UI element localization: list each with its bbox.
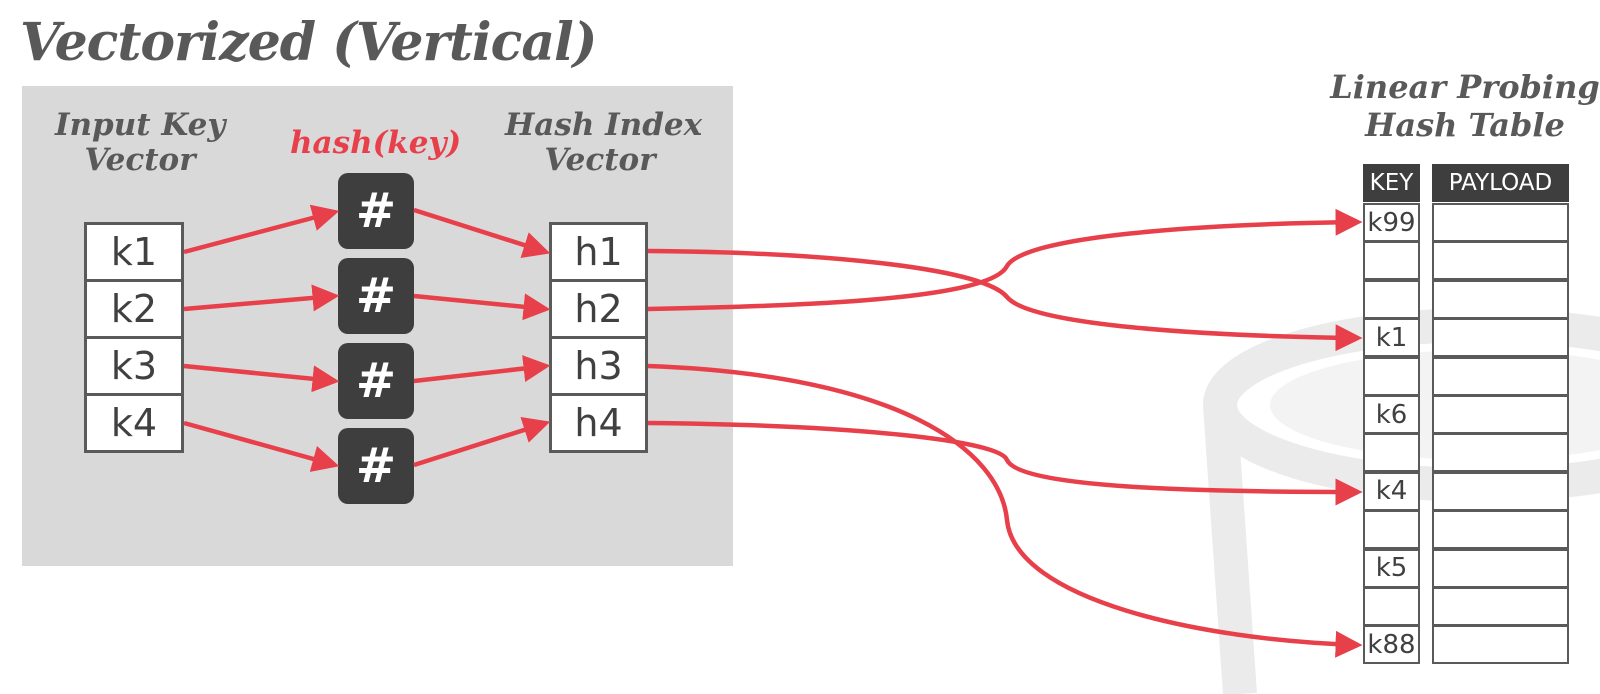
hash-index-label-line2: Vector — [544, 142, 656, 178]
hash-table-payload-cell — [1432, 203, 1569, 242]
hash-table-title: Linear Probing Hash Table — [1330, 68, 1600, 144]
hash-table-key-cell: k88 — [1363, 625, 1420, 665]
hash-index-cell: h2 — [549, 279, 648, 339]
hash-table-payload-cell — [1432, 587, 1569, 626]
input-key-cell: k2 — [84, 279, 184, 339]
hash-table-payload-cell — [1432, 395, 1569, 434]
hash-table-key-cell: k5 — [1363, 548, 1420, 588]
hash-table-payload-cell — [1432, 510, 1569, 550]
hash-index-cell: h4 — [549, 393, 648, 453]
hash-table-payload-cell — [1432, 471, 1569, 511]
hash-table-payload-cell — [1432, 433, 1569, 473]
hash-table-title-line1: Linear Probing — [1330, 68, 1600, 106]
hash-table-key-cell — [1363, 433, 1420, 473]
input-key-cell: k4 — [84, 393, 184, 453]
hash-table-payload-cell — [1432, 625, 1569, 665]
hash-table-payload-cell — [1432, 241, 1569, 281]
hash-function-box: # — [338, 428, 414, 504]
hash-table-title-line2: Hash Table — [1365, 106, 1565, 144]
hash-table-payload-cell — [1432, 356, 1569, 396]
hash-function-box: # — [338, 343, 414, 419]
input-key-cell: k1 — [84, 222, 184, 282]
hash-index-vector-label: Hash Index Vector — [505, 107, 703, 178]
hash-table-key-cell — [1363, 241, 1420, 281]
page-title: Vectorized (Vertical) — [20, 12, 597, 73]
hash-index-cell: h1 — [549, 222, 648, 282]
hash-table-key-cell: k6 — [1363, 395, 1420, 434]
input-vector-label-line1: Input Key — [55, 107, 226, 143]
hash-table-key-cell — [1363, 510, 1420, 550]
hash-table-payload-cell — [1432, 279, 1569, 319]
input-key-cell: k3 — [84, 336, 184, 396]
hash-table-key-cell — [1363, 279, 1420, 319]
hash-function-box: # — [338, 258, 414, 334]
hash-table-payload-cell — [1432, 318, 1569, 358]
hash-table-key-cell: k1 — [1363, 318, 1420, 358]
hash-table-key-cell: k4 — [1363, 471, 1420, 511]
hash-table-key-cell: k99 — [1363, 203, 1420, 242]
hash-index-label-line1: Hash Index — [505, 107, 703, 143]
hash-table-payload-cell — [1432, 548, 1569, 588]
hash-table-key-cell — [1363, 356, 1420, 396]
input-vector-label-line2: Vector — [84, 142, 196, 178]
hash-index-cell: h3 — [549, 336, 648, 396]
input-vector-label: Input Key Vector — [55, 108, 225, 178]
hash-function-label: hash(key) — [290, 125, 462, 161]
hash-function-box: # — [338, 173, 414, 249]
hash-table-key-cell — [1363, 587, 1420, 626]
payload-column-header: PAYLOAD — [1432, 164, 1569, 202]
key-column-header: KEY — [1363, 164, 1420, 202]
